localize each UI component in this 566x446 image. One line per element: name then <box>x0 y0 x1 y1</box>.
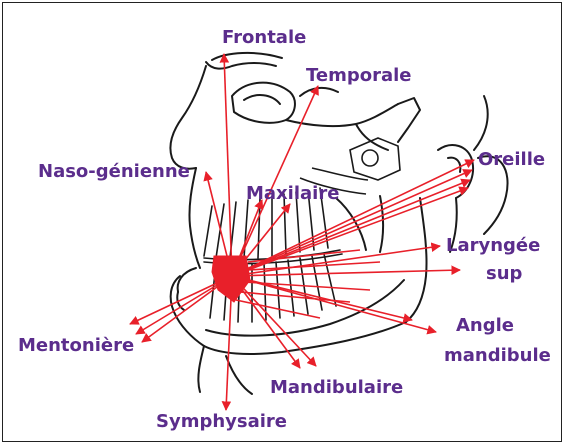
label-mandibule: mandibule <box>444 346 551 366</box>
label-frontale: Frontale <box>222 28 306 48</box>
label-maxilaire: Maxilaire <box>246 184 339 204</box>
label-temporale: Temporale <box>306 66 412 86</box>
label-mandibulaire: Mandibulaire <box>270 378 403 398</box>
teeth <box>204 188 342 322</box>
arrow-frontale <box>224 54 232 276</box>
label-sup: sup <box>486 264 522 284</box>
tooth-icon <box>212 256 250 302</box>
label-laryngee: Laryngée <box>446 236 540 256</box>
label-naso-genienne: Naso-génienne <box>38 162 190 182</box>
referral-arrows <box>130 54 474 410</box>
arrow-temporale <box>232 86 318 276</box>
fan-line-3 <box>244 282 370 290</box>
label-symphysaire: Symphysaire <box>156 412 287 432</box>
label-mentoniere: Mentonière <box>18 336 134 356</box>
label-angle: Angle <box>456 316 514 336</box>
label-oreille: Oreille <box>478 150 545 170</box>
